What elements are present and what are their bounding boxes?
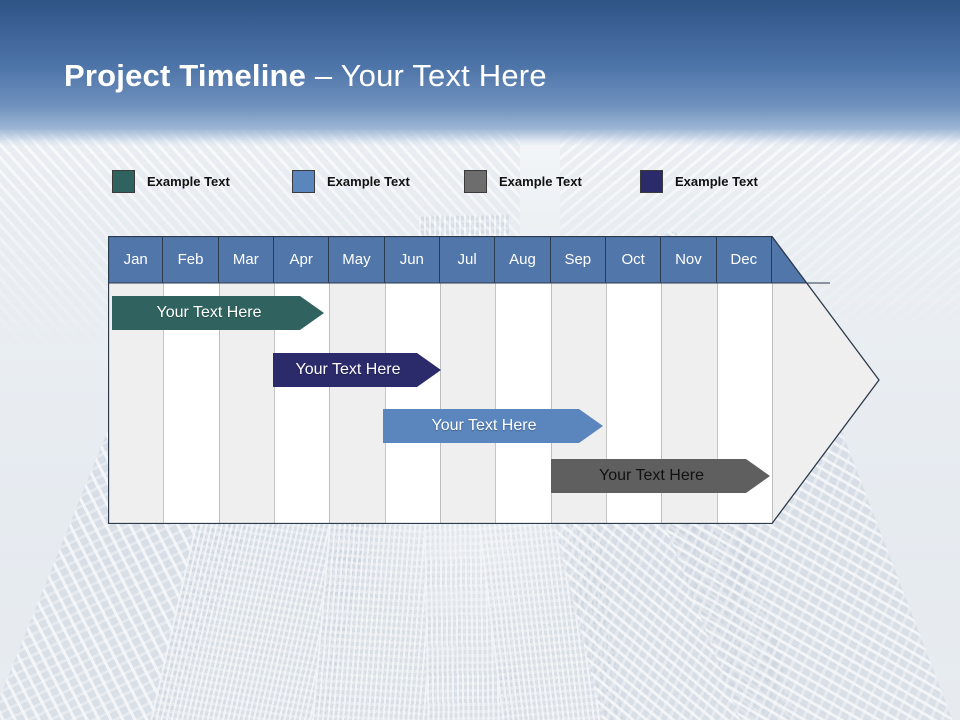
task-bar-1[interactable]: Your Text Here xyxy=(112,296,324,330)
legend-swatch-icon xyxy=(292,170,315,193)
task-bar-label: Your Text Here xyxy=(431,417,537,434)
page-title-bold: Project Timeline xyxy=(64,58,307,93)
month-header-may[interactable]: May xyxy=(329,236,385,283)
month-header-aug[interactable]: Aug xyxy=(495,236,551,283)
page-title: Project Timeline – Your Text Here xyxy=(64,58,547,94)
task-bar-arrow-shape xyxy=(273,353,441,387)
legend-item-blue[interactable]: Example Text xyxy=(292,170,410,193)
timeline-column-separator xyxy=(495,283,497,524)
timeline-column-separator xyxy=(329,283,331,524)
task-bar-arrow-shape xyxy=(551,459,770,493)
task-bar-arrow-shape xyxy=(383,409,603,443)
legend-swatch-icon xyxy=(640,170,663,193)
timeline-column-separator xyxy=(439,283,441,524)
legend-swatch-icon xyxy=(464,170,487,193)
legend-item-label: Example Text xyxy=(499,174,582,189)
page-title-dash: – xyxy=(306,58,341,93)
month-header-nov[interactable]: Nov xyxy=(661,236,717,283)
task-bar-2[interactable]: Your Text Here xyxy=(273,353,441,387)
task-bar-label: Your Text Here xyxy=(599,467,704,484)
task-bar-label: Your Text Here xyxy=(156,304,262,321)
month-header-dec[interactable]: Dec xyxy=(716,236,772,283)
timeline-column-separator xyxy=(771,283,773,524)
month-header-apr[interactable]: Apr xyxy=(273,236,330,283)
month-header-jun[interactable]: Jun xyxy=(384,236,440,283)
legend: Example Text Example Text Example Text Exam… xyxy=(112,170,832,194)
legend-item-teal[interactable]: Example Text xyxy=(112,170,230,193)
legend-swatch-icon xyxy=(112,170,135,193)
timeline-column-separator xyxy=(384,283,386,524)
header-band xyxy=(0,0,960,146)
legend-item-gray[interactable]: Example Text xyxy=(464,170,582,193)
legend-item-label: Example Text xyxy=(147,174,230,189)
month-header-sep[interactable]: Sep xyxy=(550,236,606,283)
month-header-tail xyxy=(771,236,880,283)
task-bar-3[interactable]: Your Text Here xyxy=(383,409,603,443)
page-title-light: Your Text Here xyxy=(340,58,547,93)
month-header-oct[interactable]: Oct xyxy=(605,236,662,283)
month-header-jan[interactable]: Jan xyxy=(108,236,164,283)
task-bar-4[interactable]: Your Text Here xyxy=(551,459,770,493)
task-bar-label: Your Text Here xyxy=(295,361,401,378)
month-header-jul[interactable]: Jul xyxy=(439,236,496,283)
legend-item-label: Example Text xyxy=(327,174,410,189)
legend-item-label: Example Text xyxy=(675,174,758,189)
task-bar-arrow-shape xyxy=(112,296,324,330)
month-header-mar[interactable]: Mar xyxy=(218,236,274,283)
month-header-feb[interactable]: Feb xyxy=(163,236,219,283)
legend-item-navy[interactable]: Example Text xyxy=(640,170,758,193)
